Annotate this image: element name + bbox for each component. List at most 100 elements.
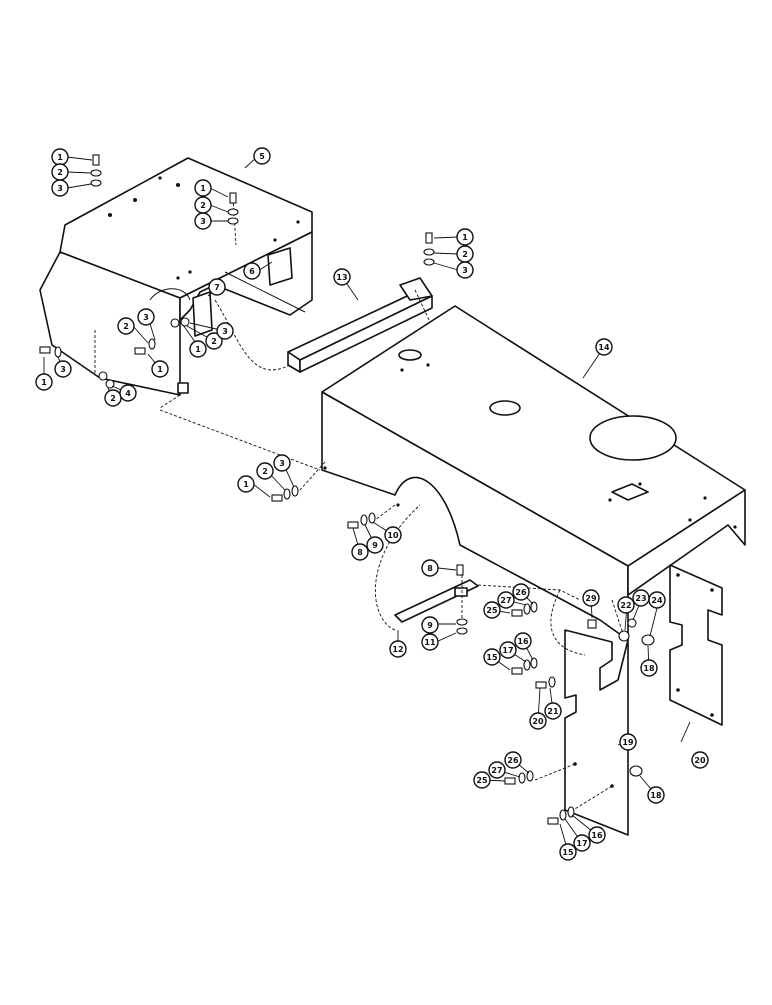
callout-2: 2 <box>51 163 69 181</box>
callout-number: 27 <box>500 596 511 605</box>
callout-number: 20 <box>532 717 544 726</box>
callout-number: 5 <box>259 152 265 161</box>
callout-circle <box>488 761 506 779</box>
callout-number: 1 <box>57 153 63 162</box>
callout-7: 7 <box>208 278 226 296</box>
callout-circle <box>619 733 637 751</box>
callout-circle <box>640 659 658 677</box>
callout-circle <box>194 212 212 230</box>
callout-number: 3 <box>279 459 285 468</box>
hardware <box>39 154 655 825</box>
callout-25: 25 <box>483 601 501 619</box>
callout-number: 10 <box>387 531 399 540</box>
callout-number: 26 <box>515 588 527 597</box>
callout-number: 15 <box>562 848 574 857</box>
callout-12: 12 <box>389 640 407 658</box>
callout-number: 2 <box>211 337 217 346</box>
main-hood-panel <box>321 305 746 641</box>
callout-29: 29 <box>582 589 600 607</box>
callout-number: 2 <box>462 250 468 259</box>
callout-2: 2 <box>205 332 223 350</box>
callout-circle <box>648 591 666 609</box>
callout-number: 16 <box>517 637 529 646</box>
callout-circle <box>499 641 517 659</box>
callout-1: 1 <box>35 373 53 391</box>
callout-circle <box>243 262 261 280</box>
callout-16: 16 <box>514 632 532 650</box>
callout-16: 16 <box>588 826 606 844</box>
callout-11: 11 <box>421 633 439 651</box>
callout-circle <box>137 308 155 326</box>
callout-number: 17 <box>502 646 513 655</box>
callout-circle <box>483 601 501 619</box>
callout-26: 26 <box>512 583 530 601</box>
callout-number: 1 <box>195 345 201 354</box>
callout-number: 4 <box>125 389 131 398</box>
callout-number: 3 <box>143 313 149 322</box>
callout-circle <box>237 475 255 493</box>
callout-circle <box>205 332 223 350</box>
callout-circle <box>582 589 600 607</box>
callout-circle <box>151 360 169 378</box>
callout-circle <box>544 702 562 720</box>
callout-20: 20 <box>691 751 709 769</box>
callout-number: 20 <box>694 756 706 765</box>
callout-number: 3 <box>57 184 63 193</box>
callout-number: 25 <box>486 606 498 615</box>
callout-22: 22 <box>617 596 635 614</box>
callout-circle <box>512 583 530 601</box>
callout-15: 15 <box>559 843 577 861</box>
callout-circle <box>617 596 635 614</box>
callout-number: 29 <box>585 594 597 603</box>
callout-number: 3 <box>222 327 228 336</box>
callout-circle <box>456 228 474 246</box>
callout-23: 23 <box>632 589 650 607</box>
callout-number: 1 <box>462 233 468 242</box>
callout-17: 17 <box>573 834 591 852</box>
callout-circle <box>119 384 137 402</box>
callout-number: 18 <box>650 791 662 800</box>
callout-number: 3 <box>200 217 206 226</box>
callout-2: 2 <box>456 245 474 263</box>
callout-15: 15 <box>483 648 501 666</box>
channel-rail-13 <box>287 277 433 373</box>
callout-circle <box>273 454 291 472</box>
callout-circle <box>333 268 351 286</box>
callout-circle <box>194 179 212 197</box>
callout-circle <box>216 322 234 340</box>
callout-number: 23 <box>635 594 646 603</box>
side-panel-19 <box>564 629 629 836</box>
callout-1: 1 <box>456 228 474 246</box>
callout-1: 1 <box>51 148 69 166</box>
callout-10: 10 <box>384 526 402 544</box>
callout-5: 5 <box>253 147 271 165</box>
callout-9: 9 <box>366 536 384 554</box>
callout-3: 3 <box>216 322 234 340</box>
callout-circle <box>366 536 384 554</box>
callout-circle <box>456 261 474 279</box>
callout-2: 2 <box>194 196 212 214</box>
callout-circle <box>588 826 606 844</box>
callout-18: 18 <box>647 786 665 804</box>
callout-circle <box>253 147 271 165</box>
callout-circle <box>51 179 69 197</box>
callout-number: 14 <box>598 343 610 352</box>
callout-3: 3 <box>273 454 291 472</box>
callout-26: 26 <box>504 751 522 769</box>
callout-number: 16 <box>591 831 603 840</box>
callout-number: 27 <box>491 766 502 775</box>
bracket-6 <box>224 247 306 313</box>
cover-plate-20 <box>669 564 723 726</box>
callout-circle <box>421 559 439 577</box>
callout-13: 13 <box>333 268 351 286</box>
callout-circle <box>595 338 613 356</box>
callout-8: 8 <box>351 543 369 561</box>
callout-number: 8 <box>427 564 433 573</box>
callout-number: 9 <box>372 541 378 550</box>
callout-number: 24 <box>651 596 663 605</box>
callout-number: 2 <box>123 322 129 331</box>
callout-number: 17 <box>576 839 587 848</box>
callout-number: 1 <box>41 378 47 387</box>
callout-number: 1 <box>157 365 163 374</box>
